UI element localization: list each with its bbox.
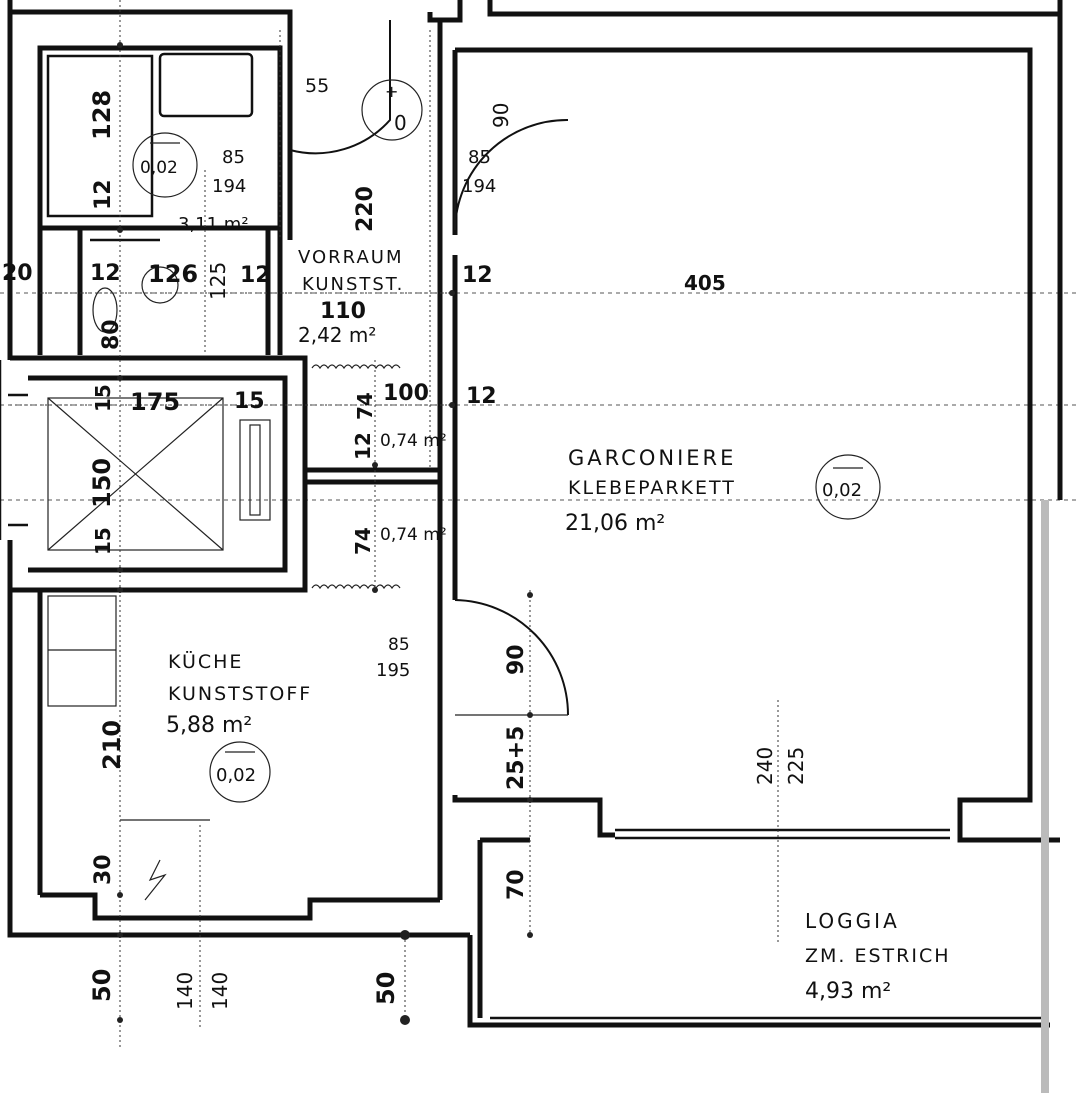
- main-room: [452, 47, 1063, 843]
- dimension-dots: [117, 42, 533, 1025]
- dim-text: 70: [504, 869, 529, 900]
- dim-text: 210: [98, 720, 126, 770]
- loggia-name: LOGGIA: [805, 909, 900, 933]
- dim-text: 74: [351, 527, 375, 555]
- dim-text: 140: [208, 972, 232, 1010]
- kueche-floor: KUNSTSTOFF: [168, 683, 312, 705]
- dim-text: 100: [383, 381, 429, 406]
- dim-text: 175: [130, 388, 180, 416]
- dim-text: 50: [372, 972, 400, 1005]
- dim-text: 225: [784, 747, 808, 785]
- dim-text: 85: [222, 147, 245, 168]
- dim-text: 50: [88, 969, 116, 1002]
- dim-text: 12: [462, 263, 493, 288]
- dim-text: 240: [753, 747, 777, 785]
- vorraum-level-sign: +: [385, 82, 398, 101]
- shaft-block: [8, 355, 308, 593]
- dimension-labels: 128 12 85 194 55 90 85 194 220 20 12 126…: [2, 75, 808, 1010]
- dim-text: 220: [353, 186, 378, 232]
- dim-text: 15: [91, 384, 115, 412]
- garconiere-name: GARCONIERE: [568, 446, 736, 470]
- garconiere-floor: KLEBEPARKETT: [568, 477, 736, 499]
- dim-text: 80: [99, 319, 124, 350]
- dim-text: 25+5: [504, 726, 529, 790]
- dim-text: 128: [88, 90, 116, 140]
- vorraum-area: 2,42 m²: [298, 323, 376, 347]
- dim-text: 12: [90, 261, 121, 286]
- room-labels: VORRAUM KUNSTST. 110 2,42 m² GARCONIERE …: [140, 82, 951, 1004]
- kueche-name: KÜCHE: [168, 650, 243, 673]
- dim-text: 194: [462, 176, 496, 197]
- dimension-lines: [10, 0, 779, 1050]
- dim-text: 405: [684, 271, 726, 295]
- dim-text: 12: [466, 384, 497, 409]
- bad-area: 3,11 m²: [178, 214, 249, 235]
- vorraum-number: 110: [320, 299, 366, 324]
- dim-text: 55: [305, 75, 329, 97]
- loggia-area: 4,93 m²: [805, 979, 891, 1004]
- dim-text: 12: [351, 432, 375, 460]
- dim-text: 90: [504, 644, 529, 675]
- bathroom: [37, 45, 283, 355]
- kueche-area: 5,88 m²: [166, 713, 252, 738]
- dim-text: 12: [240, 263, 271, 288]
- dim-text: 85: [388, 635, 410, 655]
- dim-text: 15: [234, 389, 265, 414]
- outer-walls: [0, 0, 1063, 938]
- bad-level: 0,02: [140, 158, 178, 178]
- abstell-1-area: 0,74 m²: [380, 431, 447, 451]
- dim-text: 15: [91, 527, 115, 555]
- dim-text: 150: [88, 458, 116, 508]
- vorraum-floor: KUNSTST.: [302, 274, 404, 295]
- dim-text: 126: [148, 260, 198, 288]
- vorraum-level: 0: [394, 111, 407, 135]
- kitchen: [37, 590, 443, 901]
- garconiere-level: 0,02: [822, 480, 862, 501]
- garconiere-area: 21,06 m²: [565, 511, 665, 536]
- dim-text: 20: [2, 261, 33, 286]
- loggia: [467, 500, 1050, 1093]
- vorraum-name: VORRAUM: [298, 247, 403, 268]
- dim-text: 140: [173, 972, 197, 1010]
- dim-text: 30: [91, 854, 116, 885]
- dim-text: 125: [206, 262, 230, 300]
- dim-text: 90: [489, 103, 513, 128]
- loggia-floor: ZM. ESTRICH: [805, 945, 951, 967]
- dim-text: 194: [212, 176, 246, 197]
- dim-text: 12: [91, 179, 116, 210]
- dim-text: 195: [376, 660, 410, 681]
- corridor: [279, 20, 443, 595]
- dim-text: 85: [468, 147, 491, 168]
- kueche-level: 0,02: [216, 765, 256, 786]
- abstell-2-area: 0,74 m²: [380, 525, 447, 545]
- dim-text: 74: [353, 392, 377, 420]
